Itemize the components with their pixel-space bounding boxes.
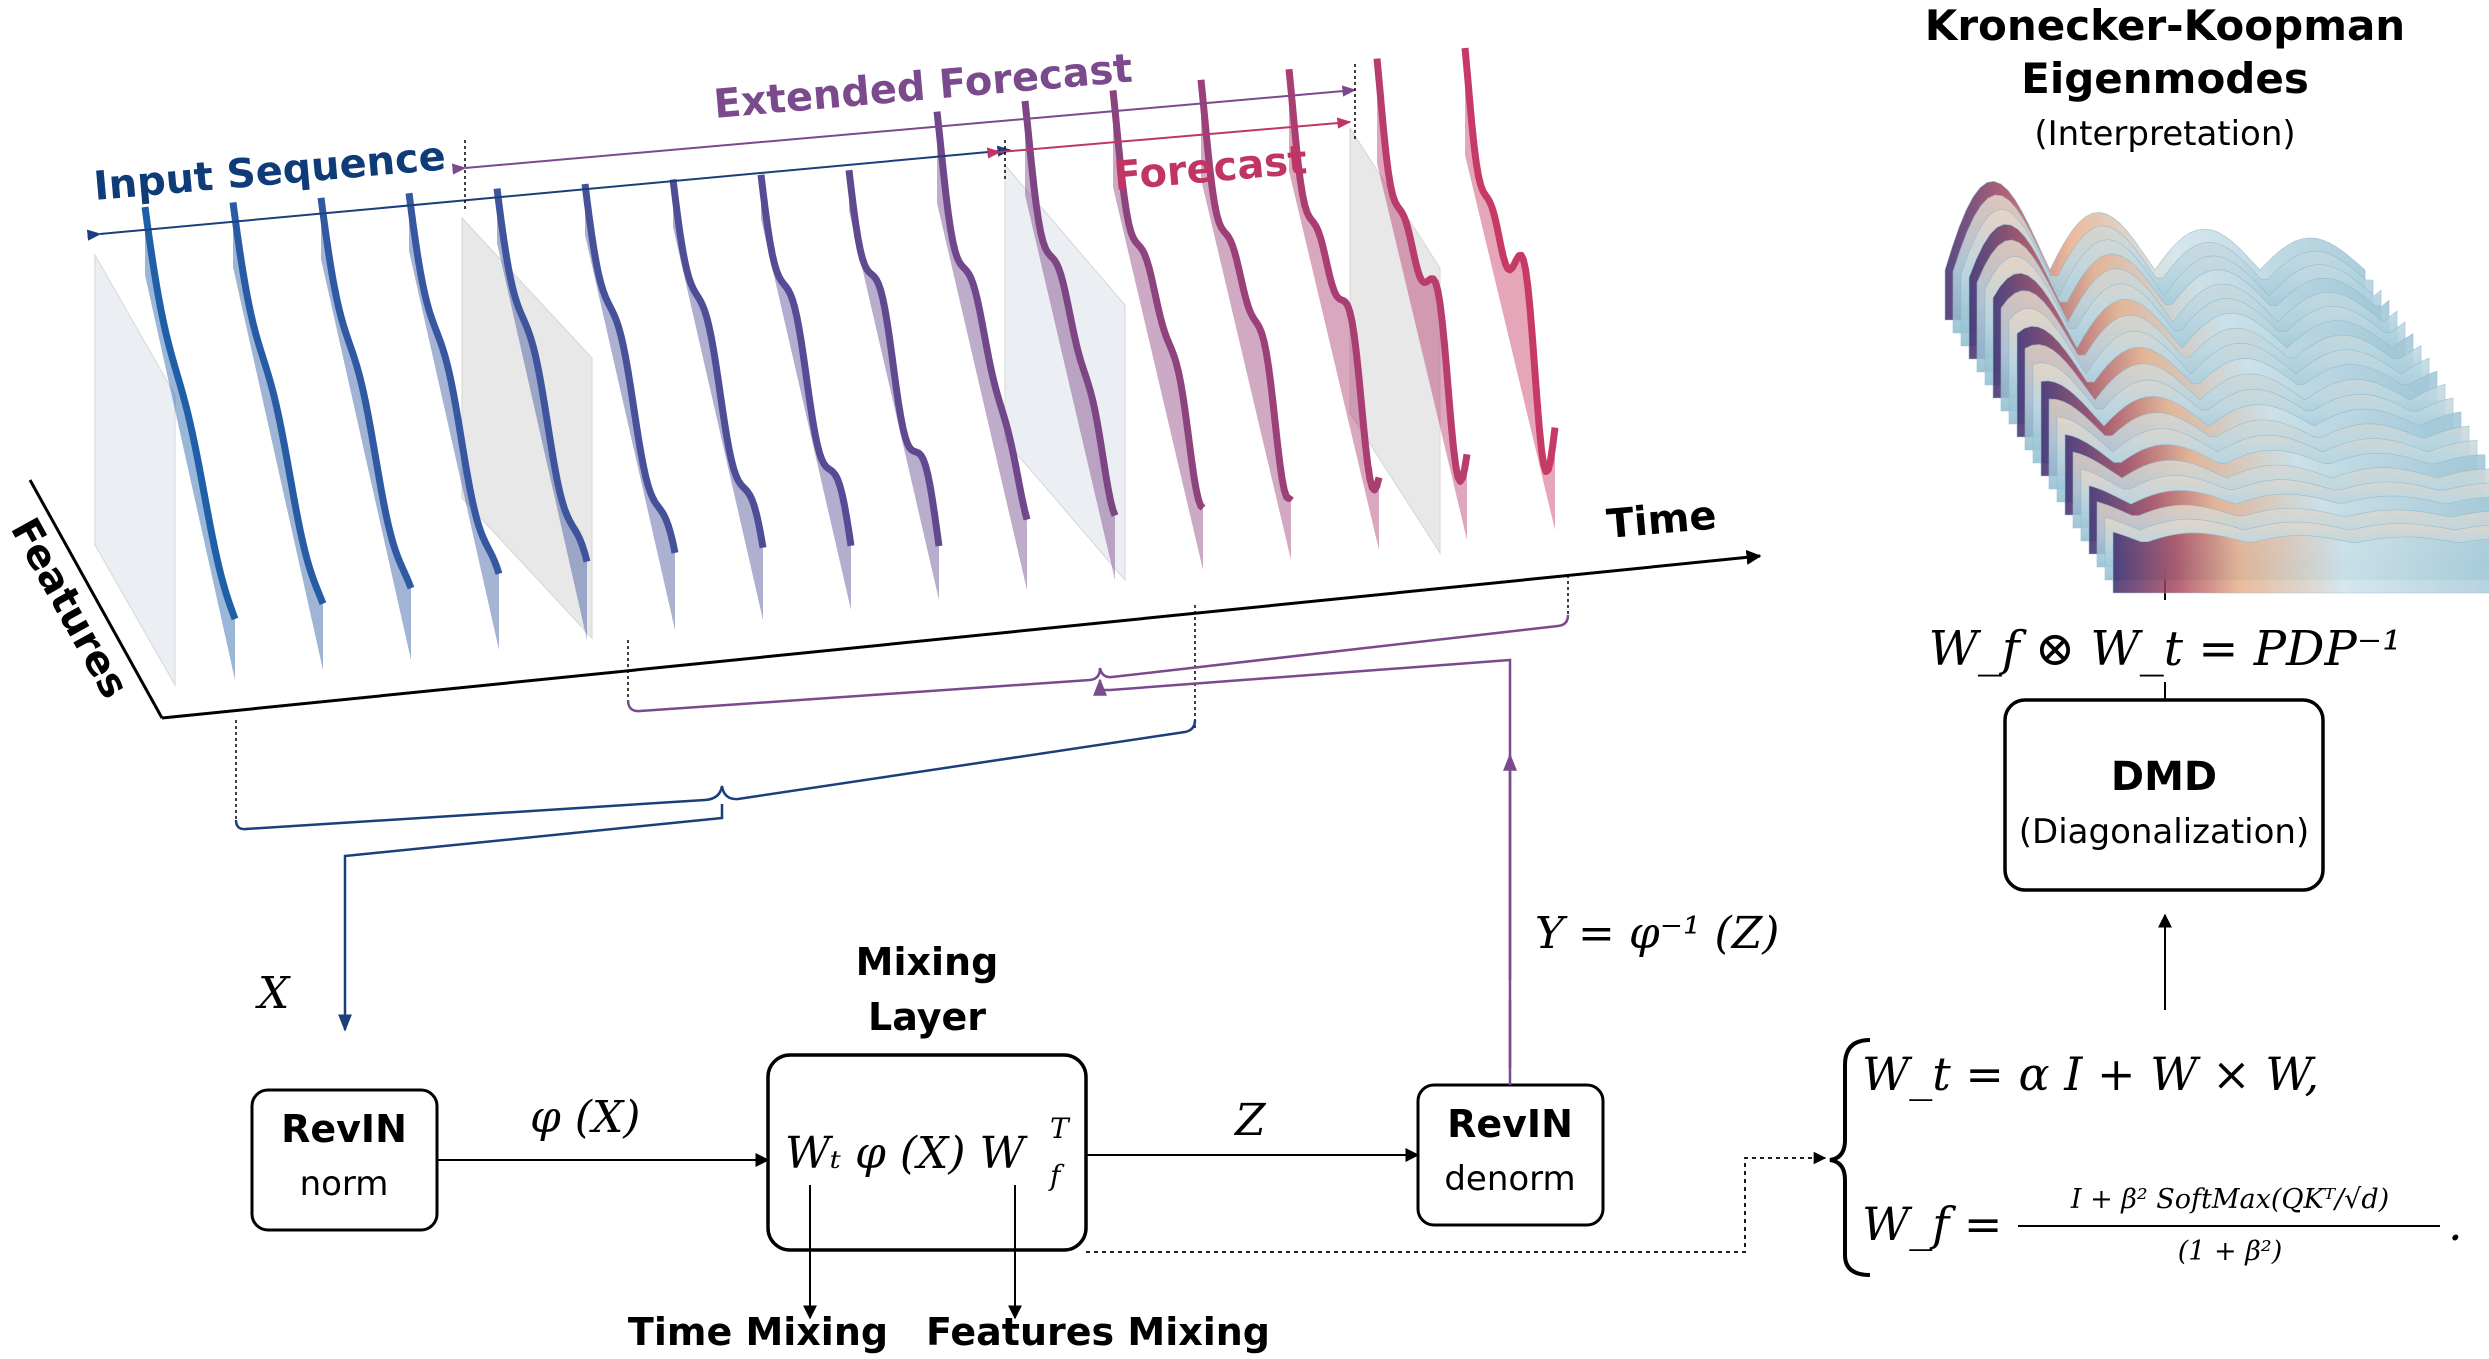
eigen-title-1: Kronecker-Koopman (1925, 1, 2405, 50)
input-bracket (234, 605, 1197, 1032)
forecast-label: Forecast (1112, 137, 1309, 200)
revin-denorm-title: RevIN (1447, 1102, 1573, 1146)
slice-panel (461, 216, 593, 640)
slice-series-line (229, 201, 327, 605)
wf-denominator: (1 + β²) (2178, 1236, 2282, 1267)
slice-fill (1113, 90, 1203, 571)
time-series-block (28, 47, 1762, 720)
y-formula: Y = φ⁻¹ (Z) (1535, 908, 1779, 959)
slice-series-line (141, 206, 239, 621)
top-range-arrows (86, 64, 1357, 241)
dmd-sub: (Diagonalization) (2019, 812, 2309, 852)
slice-fill (1289, 69, 1379, 550)
output-bracket (626, 575, 1570, 1068)
phi-x-label: φ (X) (530, 1092, 640, 1143)
wf-period: . (2448, 1197, 2463, 1251)
kronecker-formula: W_f ⊗ W_t = PDP⁻¹ (1929, 621, 2402, 677)
wf-lhs: W_f = (1862, 1197, 2002, 1251)
features-mixing-label: Features Mixing (926, 1310, 1270, 1354)
mixing-T-sup: T (1050, 1112, 1071, 1145)
eigen-title-2: Eigenmodes (2021, 54, 2309, 103)
wf-numerator: I + β² SoftMax(QKᵀ/√d) (2070, 1184, 2389, 1215)
revin-norm-sub: norm (300, 1164, 389, 1204)
slice-fill (145, 207, 235, 680)
mixing-title-2: Layer (868, 995, 986, 1039)
surface-strip (2112, 531, 2489, 594)
slice-series-line (1197, 79, 1294, 503)
slice-series-line (581, 183, 679, 554)
equation-brace (1829, 1038, 1871, 1277)
slice-fill (1465, 48, 1555, 530)
x-input-label: X (255, 968, 291, 1019)
dmd-title: DMD (2111, 754, 2217, 800)
slice-fill (497, 188, 587, 640)
revin-norm-title: RevIN (281, 1107, 407, 1151)
slice-series-line (493, 188, 591, 563)
z-label: Z (1233, 1095, 1267, 1146)
mixing-formula: Wₜ φ (X) W (785, 1128, 1028, 1179)
slice-series-line (1373, 58, 1471, 485)
mixing-title-1: Mixing (856, 940, 999, 984)
slice-fill (409, 193, 499, 650)
slice-panel (94, 253, 176, 687)
slice-series-line (1021, 100, 1119, 517)
slice-series-line (757, 174, 855, 547)
slice-fill (585, 184, 675, 630)
time-axis-line (161, 549, 1762, 720)
slice-series-line (1285, 68, 1383, 494)
slice-fill (1377, 58, 1467, 540)
slice-series-line (405, 192, 503, 575)
slice-fill (321, 197, 411, 661)
features-axis-line (28, 479, 164, 719)
slice-fill (1025, 101, 1115, 580)
slice-fill (1201, 79, 1291, 561)
mixing-layer-box (766, 1053, 1088, 1252)
slice-series-line (845, 169, 943, 547)
revin-denorm-sub: denorm (1444, 1159, 1575, 1199)
eigen-surface-icon (1944, 180, 2489, 594)
input-sequence-label: Input Sequence (92, 133, 448, 210)
wt-equation: W_t = α I + W × W, (1862, 1047, 2319, 1101)
slice-series-line (1109, 90, 1206, 511)
time-mixing-label: Time Mixing (628, 1310, 888, 1354)
eigen-subtitle: (Interpretation) (2034, 114, 2295, 154)
slice-panel (1004, 163, 1126, 582)
time-axis-label: Time (1605, 493, 1718, 548)
slice-fill (937, 111, 1027, 590)
slice-series-line (1461, 47, 1559, 476)
slice-series-line (669, 178, 767, 549)
dotted-to-equations (1086, 1151, 1827, 1253)
slice-fill (233, 202, 323, 670)
slice-series-line (317, 197, 415, 590)
